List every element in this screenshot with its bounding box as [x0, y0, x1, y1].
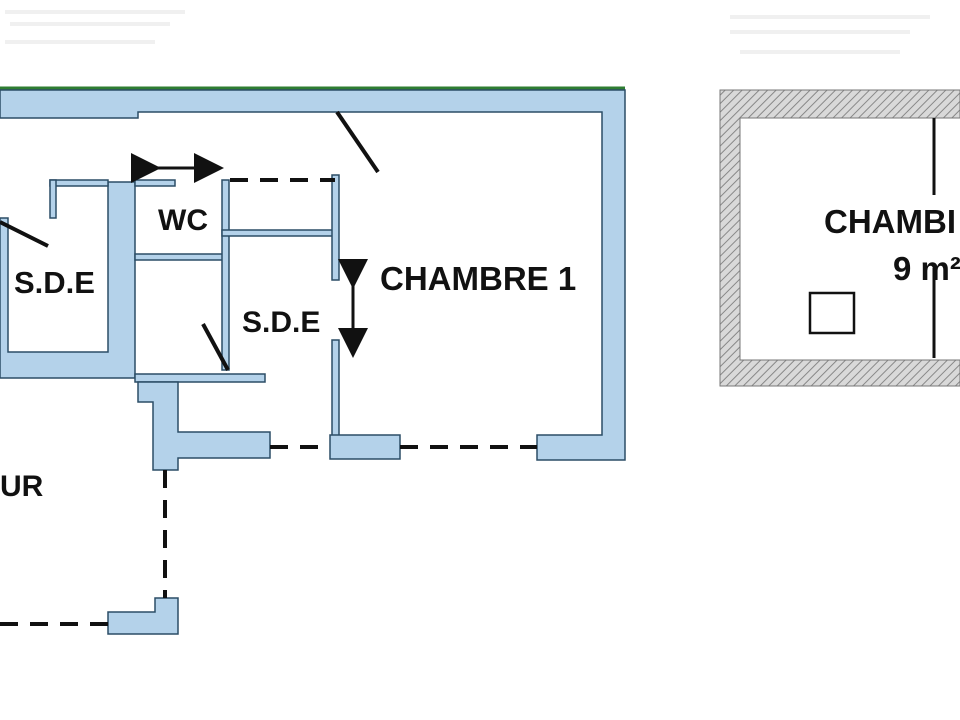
door-sde-left [0, 220, 49, 248]
label-cour: UR [0, 470, 44, 503]
wall-top [0, 89, 626, 461]
label-sde-left: S.D.E [14, 265, 95, 300]
square-fixture [808, 291, 856, 335]
label-chambre1: CHAMBRE 1 [380, 260, 576, 297]
wall-chambre-partition-top [331, 174, 340, 281]
door-chambre1 [335, 110, 380, 174]
faded-header-right [730, 15, 930, 54]
wall-center-vertical [221, 179, 230, 371]
wall-chambre-partition-bottom [331, 339, 340, 441]
label-area-right: 9 m² [893, 250, 960, 287]
wall-sde-left-top [49, 179, 109, 187]
label-chambre-right: CHAMBI [824, 203, 956, 240]
wall-lower-left [137, 381, 271, 471]
wall-corner-bottom [107, 597, 179, 635]
label-sde-center: S.D.E [242, 306, 320, 339]
wall-wc-top-left [134, 179, 176, 187]
faded-header-left [5, 10, 185, 44]
wall-sde-left-stub [49, 179, 57, 219]
label-wc: WC [158, 204, 208, 237]
wall-sde-center-bottom [134, 373, 266, 383]
wall-sde-center-top [221, 229, 338, 237]
wall-right-room [719, 89, 960, 387]
wall-wc-bottom [134, 253, 228, 261]
door-sde-center [201, 323, 230, 371]
wall-lower-mid [329, 434, 401, 460]
